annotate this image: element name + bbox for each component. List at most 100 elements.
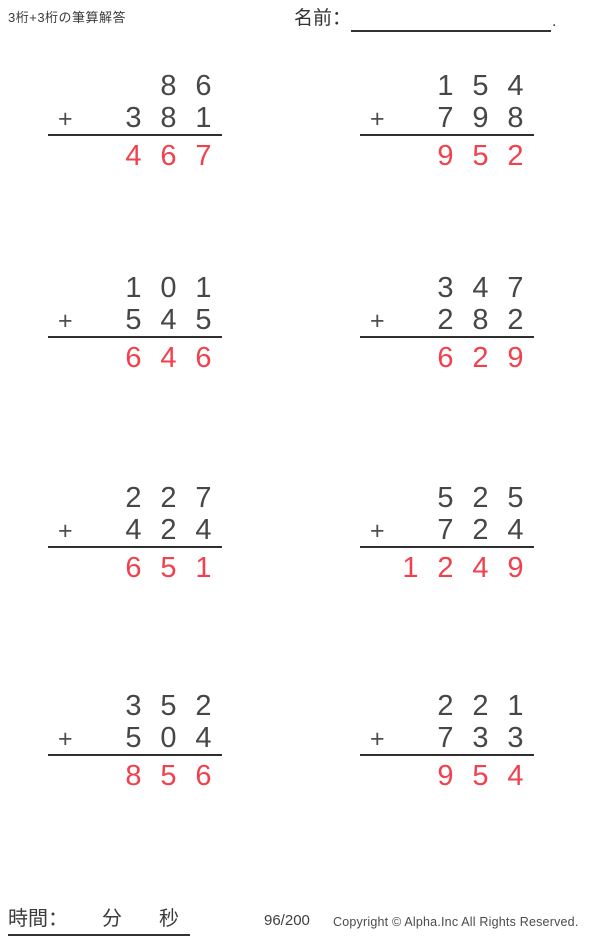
digit: 3 xyxy=(507,722,524,754)
digit: 6 xyxy=(195,760,212,792)
digit: 6 xyxy=(125,342,142,374)
digit: 9 xyxy=(472,102,489,134)
digit: 5 xyxy=(437,482,454,514)
digit: 6 xyxy=(437,342,454,374)
digit: 4 xyxy=(195,514,212,546)
digit: 7 xyxy=(195,140,212,172)
digit: 8 xyxy=(160,70,177,102)
plus-operator: + xyxy=(58,105,73,133)
digit: 2 xyxy=(472,342,489,374)
digit: 6 xyxy=(195,70,212,102)
digit: 2 xyxy=(472,482,489,514)
digit: 1 xyxy=(507,690,524,722)
digit: 5 xyxy=(160,690,177,722)
digit: 4 xyxy=(472,552,489,584)
digit: 4 xyxy=(125,514,142,546)
time-field: 時間： 分 秒 xyxy=(8,902,190,936)
digit: 7 xyxy=(437,102,454,134)
sum-line xyxy=(360,336,534,338)
digit: 2 xyxy=(437,690,454,722)
digit: 7 xyxy=(195,482,212,514)
digit: 7 xyxy=(437,514,454,546)
digit: 5 xyxy=(472,70,489,102)
name-field: 名前： . xyxy=(294,6,556,32)
plus-operator: + xyxy=(370,105,385,133)
digit: 5 xyxy=(472,140,489,172)
seconds-label: 秒 xyxy=(159,908,179,930)
digit: 4 xyxy=(507,514,524,546)
digit: 2 xyxy=(437,304,454,336)
digit: 3 xyxy=(472,722,489,754)
digit: 1 xyxy=(125,272,142,304)
page-title: 3桁+3桁の筆算解答 xyxy=(8,10,127,25)
digit: 4 xyxy=(507,70,524,102)
digit: 6 xyxy=(125,552,142,584)
digit: 4 xyxy=(507,760,524,792)
digit: 3 xyxy=(125,690,142,722)
digit: 4 xyxy=(195,722,212,754)
digit: 5 xyxy=(507,482,524,514)
digit: 2 xyxy=(160,482,177,514)
digit: 2 xyxy=(472,514,489,546)
digit: 9 xyxy=(437,140,454,172)
plus-operator: + xyxy=(370,517,385,545)
digit: 8 xyxy=(160,102,177,134)
sum-line xyxy=(48,134,222,136)
digit: 4 xyxy=(472,272,489,304)
sum-line xyxy=(360,754,534,756)
digit: 8 xyxy=(507,102,524,134)
name-label: 名前： xyxy=(294,8,352,29)
digit: 6 xyxy=(195,342,212,374)
digit: 1 xyxy=(437,70,454,102)
digit: 2 xyxy=(507,304,524,336)
digit: 5 xyxy=(472,760,489,792)
plus-operator: + xyxy=(58,725,73,753)
digit: 5 xyxy=(125,722,142,754)
plus-operator: + xyxy=(370,725,385,753)
digit: 2 xyxy=(195,690,212,722)
digit: 0 xyxy=(160,722,177,754)
digit: 4 xyxy=(160,304,177,336)
digit: 1 xyxy=(195,272,212,304)
digit: 9 xyxy=(437,760,454,792)
digit: 6 xyxy=(160,140,177,172)
digit: 8 xyxy=(125,760,142,792)
name-line-period: . xyxy=(552,13,557,30)
digit: 5 xyxy=(160,760,177,792)
sum-line xyxy=(48,336,222,338)
digit: 3 xyxy=(125,102,142,134)
digit: 5 xyxy=(195,304,212,336)
digit: 5 xyxy=(160,552,177,584)
name-input-line xyxy=(351,6,552,32)
digit: 3 xyxy=(437,272,454,304)
digit: 2 xyxy=(125,482,142,514)
digit: 8 xyxy=(472,304,489,336)
digit: 9 xyxy=(507,552,524,584)
digit: 2 xyxy=(437,552,454,584)
digit: 1 xyxy=(195,102,212,134)
copyright-notice: Copyright © Alpha.Inc All Rights Reserve… xyxy=(333,915,579,929)
plus-operator: + xyxy=(58,307,73,335)
